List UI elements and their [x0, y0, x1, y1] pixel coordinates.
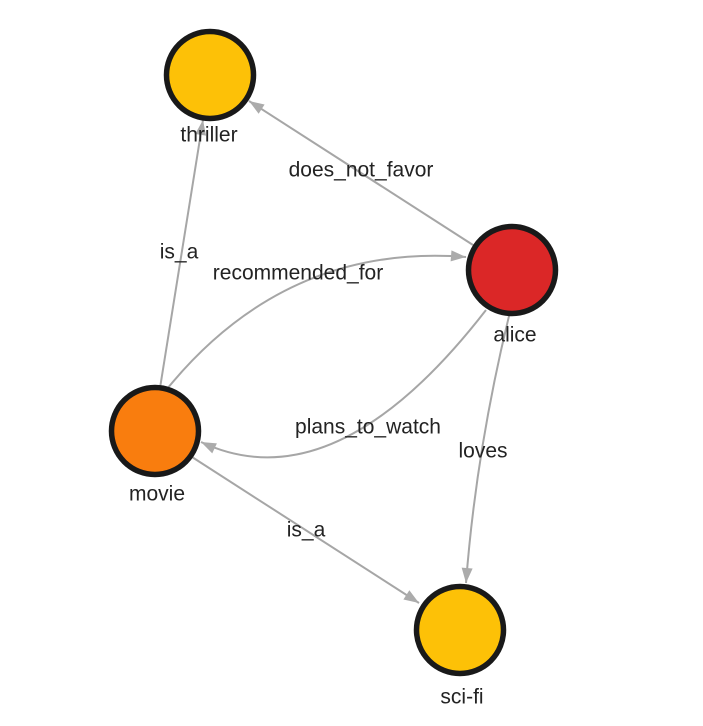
node-movie[interactable] — [108, 384, 202, 478]
edge-label-movie-is-a-thriller: is_a — [160, 241, 199, 264]
edge-movie-is-a-sci-fi[interactable] — [191, 456, 420, 604]
edge-alice-plans-to-watch-movie[interactable] — [200, 309, 487, 459]
node-label-sci-fi: sci-fi — [440, 686, 483, 709]
arrowhead-movie-is-a-sci-fi — [403, 590, 419, 603]
arrowhead-alice-plans-to-watch-movie — [201, 442, 217, 454]
node-label-thriller: thriller — [180, 124, 237, 147]
arrowhead-alice-loves-sci-fi — [461, 567, 473, 583]
node-sci-fi[interactable] — [413, 583, 507, 677]
edge-movie-recommended-for-alice[interactable] — [166, 254, 467, 390]
edge-label-movie-recommended-for-alice: recommended_for — [213, 262, 383, 285]
node-thriller[interactable] — [163, 28, 257, 122]
node-alice[interactable] — [465, 223, 559, 317]
edge-label-alice-does-not-favor-thriller: does_not_favor — [289, 159, 434, 182]
edge-alice-does-not-favor-thriller[interactable] — [248, 100, 474, 246]
edge-label-movie-is-a-sci-fi: is_a — [287, 519, 326, 542]
edge-movie-is-a-thriller[interactable] — [159, 119, 204, 389]
edge-label-alice-plans-to-watch-movie: plans_to_watch — [295, 416, 441, 439]
node-label-alice: alice — [493, 324, 536, 347]
node-label-movie: movie — [129, 483, 185, 506]
arrowhead-movie-recommended-for-alice — [450, 250, 466, 262]
arrowhead-alice-does-not-favor-thriller — [249, 101, 265, 114]
edge-label-alice-loves-sci-fi: loves — [458, 440, 507, 463]
edge-alice-loves-sci-fi[interactable] — [465, 315, 510, 584]
arrowhead-movie-is-a-thriller — [195, 120, 207, 136]
